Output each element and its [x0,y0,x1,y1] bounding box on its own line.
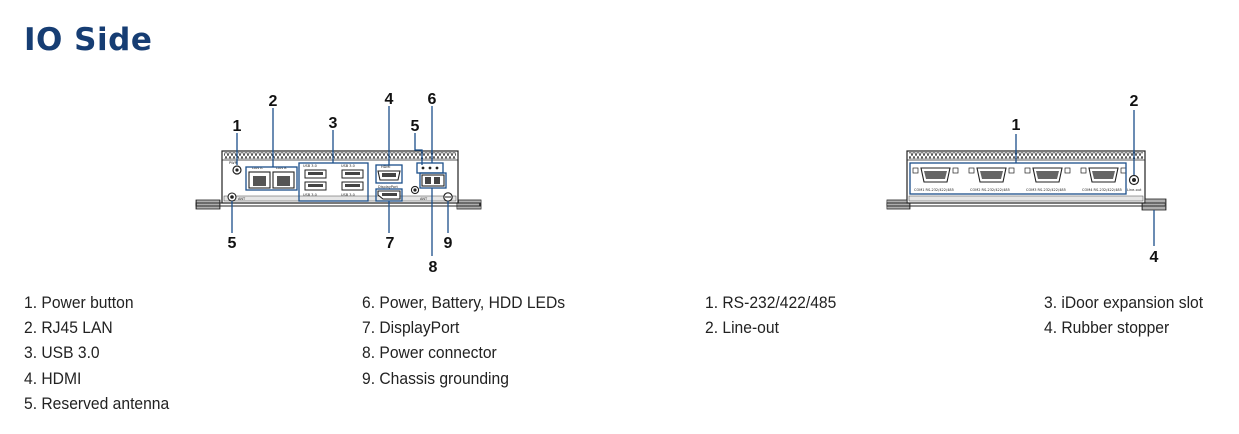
ant-label-1: ANT [238,197,246,201]
com-port-1[interactable] [912,167,959,183]
front-legend-column-1: 1. Power button 2. RJ45 LAN 3. USB 3.0 4… [24,290,169,416]
usb-label-3: USB 3.0 [303,193,317,197]
legend-item: 4. Rubber stopper [1044,318,1170,338]
front-right-stopper [456,199,482,210]
usb-label-1: USB 3.0 [303,164,317,168]
rear-callout-2: 2 [1130,93,1139,110]
front-callout-9: 9 [444,235,453,252]
hdmi-label: HDMI [381,165,390,169]
ant-label-2: ANT [420,197,428,201]
rear-legend-column-1: 1. RS-232/422/485 2. Line-out [705,290,836,340]
power-connector[interactable] [421,174,445,187]
com2-label: COM2 RS-232/422/485 [970,188,1010,192]
legend-item: 5. Reserved antenna [24,393,170,413]
front-callout-8: 8 [429,259,438,276]
rear-left-stopper [886,199,911,210]
hdd-led [435,166,439,170]
front-callout-7: 7 [386,235,395,252]
power-icon [235,168,239,172]
legend-item: 9. Chassis grounding [362,368,509,388]
com4-label: COM4 RS-232/422/485 [1082,188,1122,192]
rear-callout-4: 4 [1150,249,1159,266]
legend-item: 2. Line-out [705,318,779,338]
front-callout-5-bottom: 5 [228,235,237,252]
legend-item: 4. HDMI [24,368,82,388]
usb-label-2: USB 3.0 [341,164,355,168]
legend-item: 1. RS-232/422/485 [705,293,837,312]
page-title: IO Side [24,22,153,58]
lan-b-label: LAN B [276,166,287,170]
front-callout-3: 3 [329,115,338,132]
front-left-stopper [195,199,221,210]
legend-item: 6. Power, Battery, HDD LEDs [362,293,566,312]
front-heatsink-fins [224,152,456,159]
legend-item: 7. DisplayPort [362,318,460,338]
pwr-label: PWR [229,161,238,165]
rear-heatsink-fins [909,152,1143,159]
dp-label: DisplayPort [378,185,398,189]
usb-label-4: USB 3.0 [341,193,355,197]
battery-led [428,166,432,170]
com1-label: COM1 RS-232/422/485 [914,188,954,192]
front-legend-column-2: 6. Power, Battery, HDD LEDs 7. DisplayPo… [362,290,565,391]
com-port-4[interactable] [1080,167,1127,183]
front-callout-1: 1 [233,118,242,135]
lan-b-jack [277,176,290,186]
com-highlight-box [909,162,1127,195]
legend-item: 1. Power button [24,293,134,312]
legend-item: 3. USB 3.0 [24,343,100,363]
lan-highlight-box [245,166,298,191]
front-callout-6: 6 [428,91,437,108]
com-port-3[interactable] [1024,167,1071,183]
front-panel-view: PWR LAN A LAN B USB 3.0 USB 3.0 USB 3.0 … [195,91,482,276]
front-callout-5-top: 5 [411,118,420,135]
front-callout-2: 2 [269,93,278,110]
power-led [421,166,425,170]
power-connector-box [419,172,447,189]
rear-callout-1: 1 [1012,117,1021,134]
front-callout-4: 4 [385,91,394,108]
com-port-2[interactable] [968,167,1015,183]
legend-item: 8. Power connector [362,343,497,363]
legend-item: 3. iDoor expansion slot [1044,293,1204,312]
rear-legend-column-2: 3. iDoor expansion slot 4. Rubber stoppe… [1044,290,1203,340]
line-out-label: Line-out [1127,188,1142,192]
lan-a-label: LAN A [252,166,263,170]
lan-a-jack [253,176,266,186]
rear-panel-view: COM1 RS-232/422/485 COM2 RS-232/422/485 … [886,93,1167,266]
com3-label: COM3 RS-232/422/485 [1026,188,1066,192]
legend-item: 2. RJ45 LAN [24,318,113,338]
